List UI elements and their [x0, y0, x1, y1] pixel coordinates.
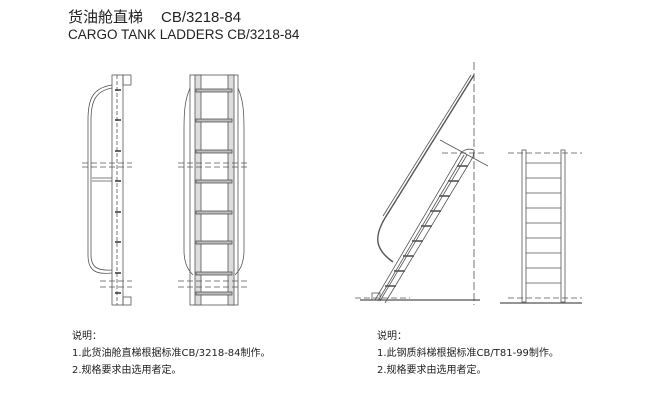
page-title: 货油舱直梯 CB/3218-84 — [68, 6, 241, 27]
note-item: 1.此货油舱直梯根据标准CB/3218-84制作。 — [72, 348, 271, 359]
note-item: 2.规格要求由选用者定。 — [72, 365, 182, 376]
title-chinese: 货油舱直梯 — [68, 8, 144, 26]
vertical-ladder-side-view — [82, 74, 132, 306]
vertical-ladder-front-view — [178, 74, 250, 306]
note-item: 1.此钢质斜梯根据标准CB/T81-99制作。 — [377, 348, 559, 359]
notes-heading: 说明： — [72, 331, 102, 342]
title-code: CB/3218-84 — [161, 9, 242, 26]
inclined-ladder-front-view — [500, 149, 582, 304]
notes-heading: 说明： — [377, 331, 407, 342]
inclined-ladder-side-view — [355, 62, 489, 305]
page-subtitle: CARGO TANK LADDERS CB/3218-84 — [68, 27, 300, 42]
note-item: 2.规格要求由选用者定。 — [377, 365, 487, 376]
notes-left: 说明： 1.此货油舱直梯根据标准CB/3218-84制作。 2.规格要求由选用者… — [72, 328, 271, 379]
notes-right: 说明： 1.此钢质斜梯根据标准CB/T81-99制作。 2.规格要求由选用者定。 — [377, 328, 559, 379]
